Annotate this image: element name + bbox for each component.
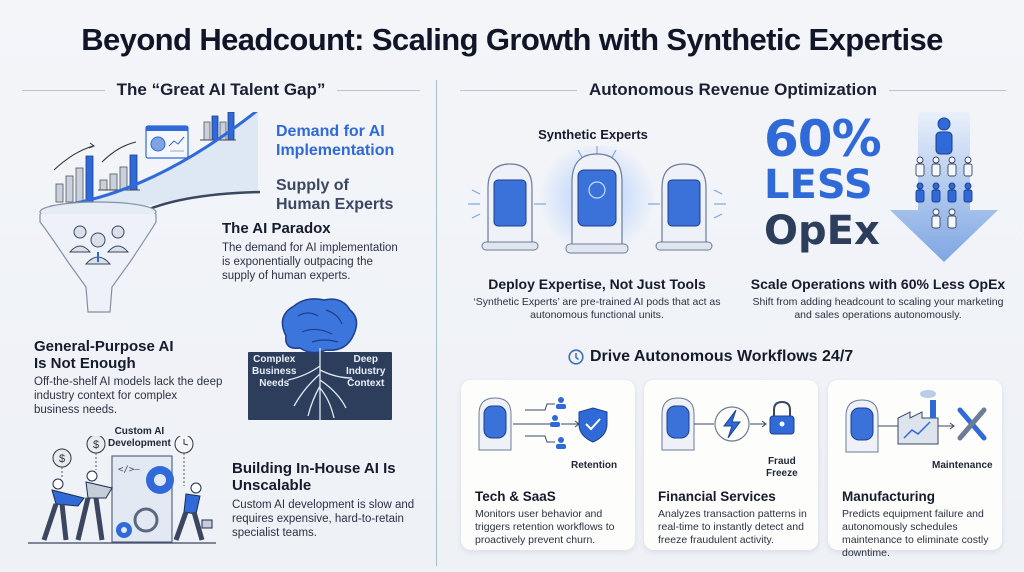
general-purpose-block: General-Purpose AI Is Not Enough Off-the… (34, 338, 223, 416)
padlock-icon (769, 400, 795, 435)
expert-pod-icon (478, 397, 512, 451)
complex-business-needs-label: Complex Business Needs (252, 354, 297, 389)
retention-workflow-diagram (478, 397, 608, 451)
card-title: Financial Services (658, 489, 776, 504)
factory-icon (897, 390, 939, 445)
svg-text:</>—: </>— (118, 465, 140, 475)
dollar-coin-icon: $ (52, 448, 72, 478)
maintenance-label: Maintenance (932, 460, 993, 471)
column-divider (436, 80, 437, 566)
bar-chart-icon (53, 142, 96, 203)
bar-chart-icon (200, 112, 236, 141)
supply-label: Supply of Human Experts (276, 177, 394, 213)
talent-funnel-illustration (39, 112, 261, 313)
right-section-heading: Autonomous Revenue Optimization (460, 80, 1006, 100)
card-body: Monitors user behavior and triggers rete… (475, 508, 615, 546)
stat-less: LESS (764, 162, 873, 208)
heading-rule (889, 89, 1006, 91)
down-arrow-icon (890, 112, 998, 262)
stat-percent: 60% (764, 110, 882, 168)
workers-pushing-icon (41, 470, 213, 541)
opex-stat: 60% LESS OpEx (764, 110, 882, 254)
general-purpose-body: Off-the-shelf AI models lack the deep in… (34, 376, 223, 416)
lightning-icon (714, 406, 750, 442)
custom-ai-development-label: Custom AI Development (108, 426, 171, 449)
brain-icon (281, 298, 358, 354)
dollar-coin-icon: $ (86, 436, 106, 470)
workflow-card-manufacturing: Maintenance Manufacturing Predicts equip… (828, 380, 1002, 559)
deploy-expertise-title: Deploy Expertise, Not Just Tools (488, 276, 706, 292)
user-icon (550, 415, 560, 427)
expert-pod-icon (655, 163, 713, 251)
people-row-outline (931, 208, 957, 229)
clock-icon (174, 436, 194, 486)
radiance-lines (468, 146, 726, 219)
workflows-heading: Drive Autonomous Workflows 24/7 (568, 348, 853, 365)
user-icon (556, 397, 566, 409)
expert-pod-icon (845, 399, 879, 453)
deep-industry-context-label: Deep Industry Context (346, 354, 386, 389)
demand-label: Demand for AI Implementation (276, 123, 395, 159)
inhouse-ai-body: Custom AI development is slow and requir… (232, 499, 415, 539)
retention-label: Retention (571, 460, 618, 471)
gear-icon (146, 466, 174, 494)
wrench-tools-icon (957, 407, 987, 441)
deploy-expertise-block: Deploy Expertise, Not Just Tools ‘Synthe… (470, 276, 724, 322)
clock-icon (568, 348, 584, 365)
ai-paradox-block: The AI Paradox The demand for AI impleme… (222, 220, 402, 283)
shield-check-icon (578, 407, 608, 443)
gear-icon (116, 507, 159, 538)
heading-rule (460, 89, 577, 91)
card-body: Analyzes transaction patterns in real-ti… (658, 508, 807, 546)
scale-operations-block: Scale Operations with 60% Less OpEx Shif… (744, 276, 1012, 322)
heading-rule (337, 89, 421, 91)
left-heading-text: The “Great AI Talent Gap” (116, 80, 326, 99)
fraud-freeze-label: Fraud Freeze (766, 456, 798, 479)
svg-text:$: $ (93, 439, 99, 451)
deploy-expertise-body: ‘Synthetic Experts’ are pre-trained AI p… (473, 296, 721, 321)
maintenance-workflow-diagram (845, 390, 987, 453)
card-title: Tech & SaaS (475, 489, 556, 504)
roots-icon (287, 348, 353, 420)
expert-pod-icon-featured (565, 153, 629, 254)
synthetic-experts-label: Synthetic Experts (538, 127, 648, 142)
expert-pod-icon (661, 397, 695, 451)
human-experts-icon (68, 225, 130, 265)
svg-text:$: $ (59, 453, 65, 465)
workflow-card-tech-saas: Retention Tech & SaaS Monitors user beha… (461, 380, 635, 550)
heading-rule (22, 89, 105, 91)
card-title: Manufacturing (842, 489, 935, 504)
people-row-outline (915, 156, 973, 177)
brain-roots-illustration (248, 298, 392, 420)
right-heading-text: Autonomous Revenue Optimization (588, 80, 878, 99)
inhouse-ai-block: Building In-House AI Is Unscalable Custo… (232, 460, 422, 540)
ai-paradox-title: The AI Paradox (222, 220, 331, 237)
headcount-reduction-arrow (890, 112, 998, 262)
scale-operations-title: Scale Operations with 60% Less OpEx (750, 276, 1006, 292)
scale-operations-body: Shift from adding headcount to scaling y… (752, 296, 1004, 321)
custom-ai-development-illustration: $ $ </>— (28, 436, 216, 544)
page-title: Beyond Headcount: Scaling Growth with Sy… (81, 22, 943, 57)
expert-pod-icon (481, 163, 539, 251)
user-icon (556, 437, 566, 449)
left-section-heading: The “Great AI Talent Gap” (22, 80, 421, 100)
dashboard-window-icon (145, 125, 189, 159)
synthetic-expert-pods-illustration (468, 146, 726, 254)
fraud-workflow-diagram (661, 397, 795, 451)
ai-paradox-body: The demand for AI implementation is expo… (222, 242, 398, 282)
card-body: Predicts equipment failure and autonomou… (842, 508, 989, 559)
bar-chart-icon (98, 141, 140, 191)
person-icon (935, 117, 953, 155)
workflow-card-financial-services: Fraud Freeze Financial Services Analyzes… (644, 380, 818, 550)
stat-opex: OpEx (764, 208, 880, 254)
people-row-filled (915, 182, 973, 203)
